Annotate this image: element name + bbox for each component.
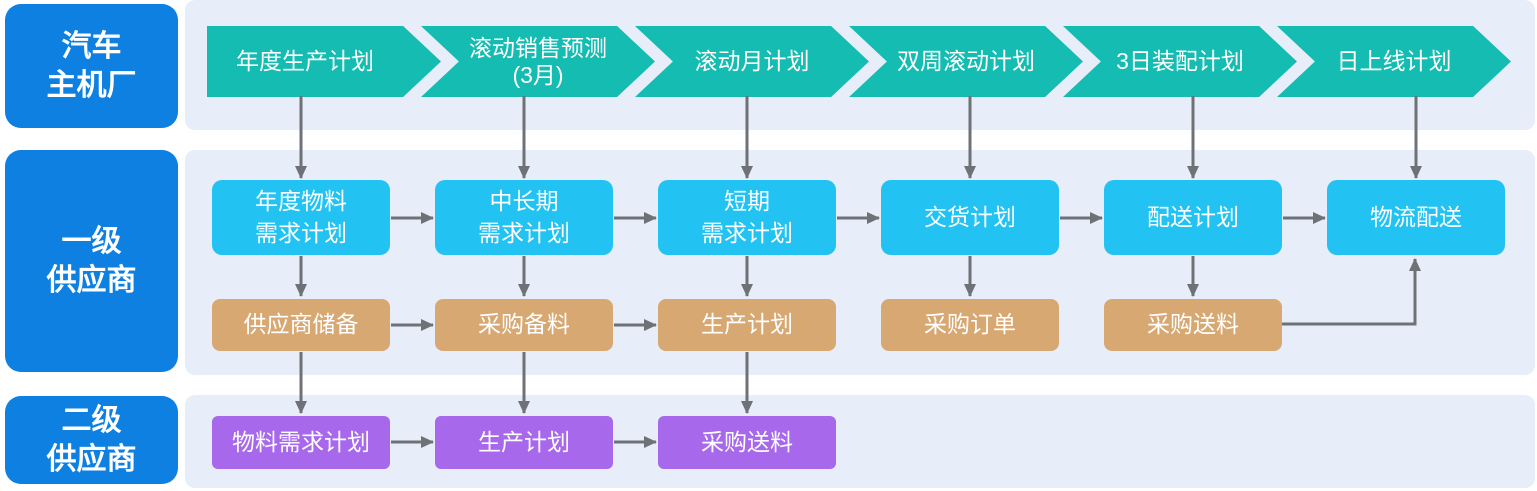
chevron-annual-production-plan: 年度生产计划 xyxy=(207,26,441,97)
node-short-term-requirement-plan: 短期 需求计划 xyxy=(658,180,836,255)
node-purchase-order: 采购订单 xyxy=(881,299,1059,351)
node-production-plan-tier1: 生产计划 xyxy=(658,299,836,351)
node-material-requirement-plan-tier2: 物料需求计划 xyxy=(212,416,390,469)
node-purchase-delivery-tier1: 采购送料 xyxy=(1104,299,1282,351)
row-label-tier2-supplier: 二级 供应商 xyxy=(5,396,178,484)
node-logistics-distribution: 物流配送 xyxy=(1327,180,1505,255)
chevron-daily-line-plan: 日上线计划 xyxy=(1277,26,1511,97)
node-purchase-material-prep: 采购备料 xyxy=(435,299,613,351)
node-mid-long-term-requirement-plan: 中长期 需求计划 xyxy=(435,180,613,255)
chevron-rolling-monthly-plan: 滚动月计划 xyxy=(635,26,869,97)
node-annual-material-requirement-plan: 年度物料 需求计划 xyxy=(212,180,390,255)
node-delivery-plan: 交货计划 xyxy=(881,180,1059,255)
node-production-plan-tier2: 生产计划 xyxy=(435,416,613,469)
row-label-oem: 汽车 主机厂 xyxy=(5,4,178,128)
chevron-3day-assembly-plan: 3日装配计划 xyxy=(1063,26,1297,97)
chevron-rolling-sales-forecast: 滚动销售预测 (3月) xyxy=(421,26,655,97)
node-purchase-delivery-tier2: 采购送料 xyxy=(658,416,836,469)
node-distribution-plan: 配送计划 xyxy=(1104,180,1282,255)
node-supplier-reserve: 供应商储备 xyxy=(212,299,390,351)
row-label-tier1-supplier: 一级 供应商 xyxy=(5,150,178,372)
chevron-biweekly-rolling-plan: 双周滚动计划 xyxy=(849,26,1083,97)
